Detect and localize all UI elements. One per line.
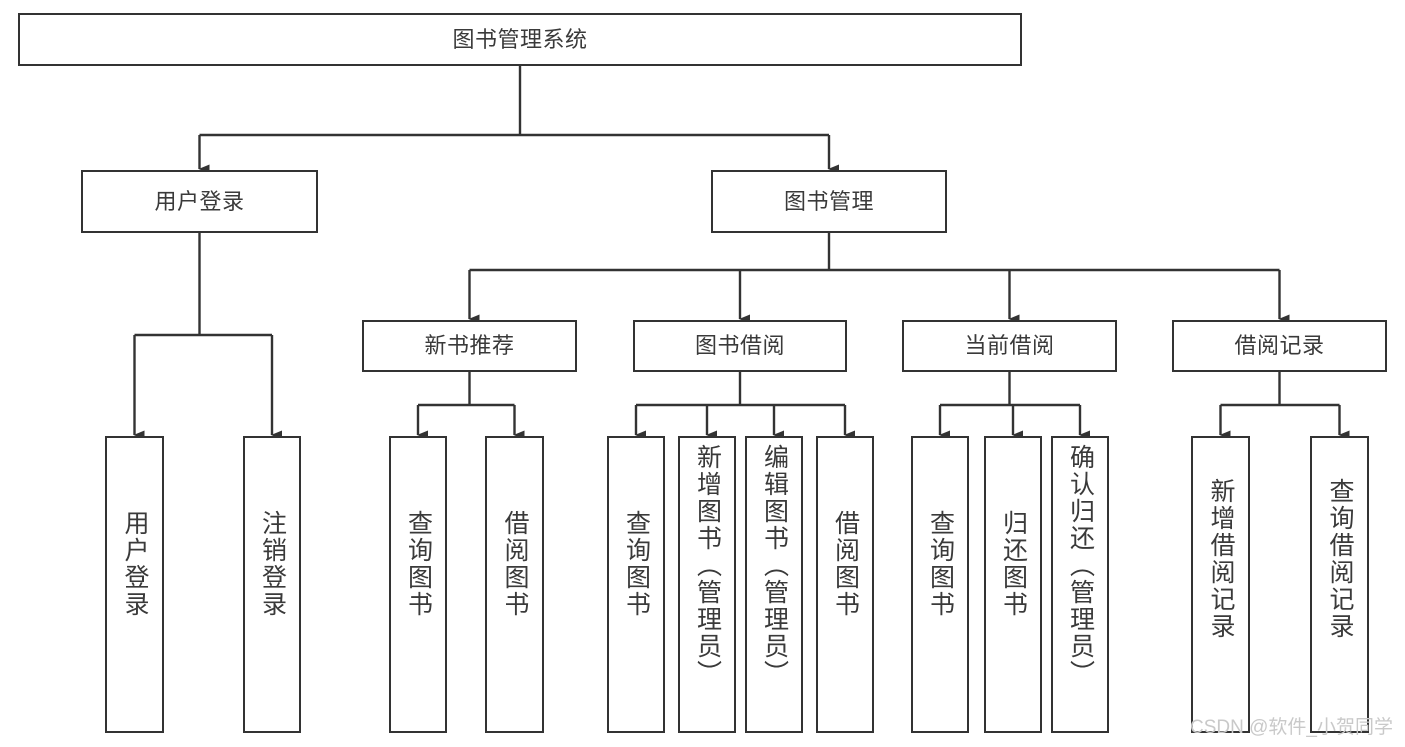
node-leaf-query-book-3[interactable]: 查询图书 xyxy=(911,436,969,733)
node-label-leaf-query-book-1: 查询图书 xyxy=(404,510,433,618)
node-label-borrow-record: 借阅记录 xyxy=(1234,333,1325,359)
node-leaf-query-book-1[interactable]: 查询图书 xyxy=(389,436,447,733)
node-root[interactable]: 图书管理系统 xyxy=(18,13,1022,66)
csdn-watermark: CSDN @软件_小贺同学 xyxy=(1190,717,1393,738)
edges-group xyxy=(133,66,1350,440)
node-leaf-edit-book-admin[interactable]: 编辑图书（管理员） xyxy=(745,436,803,733)
node-label-leaf-query-book-3: 查询图书 xyxy=(926,510,955,618)
node-new-book-rec[interactable]: 新书推荐 xyxy=(362,320,577,372)
node-label-leaf-return-book: 归还图书 xyxy=(999,510,1028,618)
node-leaf-return-book[interactable]: 归还图书 xyxy=(984,436,1042,733)
node-leaf-query-book-2[interactable]: 查询图书 xyxy=(607,436,665,733)
node-label-leaf-borrow-book-2: 借阅图书 xyxy=(831,510,860,618)
node-leaf-user-login[interactable]: 用户登录 xyxy=(105,436,164,733)
node-leaf-borrow-book-1[interactable]: 借阅图书 xyxy=(485,436,544,733)
node-leaf-add-book-admin[interactable]: 新增图书（管理员） xyxy=(678,436,736,733)
node-label-leaf-query-book-2: 查询图书 xyxy=(622,510,651,618)
node-label-leaf-borrow-book-1: 借阅图书 xyxy=(501,510,529,618)
node-label-leaf-add-borrow-record: 新增借阅记录 xyxy=(1207,478,1235,640)
node-label-leaf-user-login: 用户登录 xyxy=(121,510,149,618)
node-label-leaf-confirm-return-admin: 确认归还（管理员） xyxy=(1066,444,1095,687)
node-label-leaf-add-book-admin: 新增图书（管理员） xyxy=(693,444,722,687)
node-label-user-login: 用户登录 xyxy=(154,188,245,214)
node-leaf-logout[interactable]: 注销登录 xyxy=(243,436,301,733)
node-label-root: 图书管理系统 xyxy=(452,26,588,52)
node-leaf-query-borrow-record[interactable]: 查询借阅记录 xyxy=(1310,436,1369,733)
node-borrow-record[interactable]: 借阅记录 xyxy=(1172,320,1387,372)
node-leaf-borrow-book-2[interactable]: 借阅图书 xyxy=(816,436,874,733)
node-user-login[interactable]: 用户登录 xyxy=(81,170,318,233)
node-label-current-borrow: 当前借阅 xyxy=(964,333,1055,359)
node-current-borrow[interactable]: 当前借阅 xyxy=(902,320,1117,372)
node-label-book-borrow: 图书借阅 xyxy=(694,333,785,359)
node-book-manage[interactable]: 图书管理 xyxy=(711,170,947,233)
node-leaf-add-borrow-record[interactable]: 新增借阅记录 xyxy=(1191,436,1250,733)
node-label-leaf-logout: 注销登录 xyxy=(258,510,287,618)
node-label-leaf-edit-book-admin: 编辑图书（管理员） xyxy=(760,444,789,687)
node-book-borrow[interactable]: 图书借阅 xyxy=(633,320,847,372)
node-label-leaf-query-borrow-record: 查询借阅记录 xyxy=(1326,478,1354,640)
node-leaf-confirm-return-admin[interactable]: 确认归还（管理员） xyxy=(1051,436,1109,733)
node-label-book-manage: 图书管理 xyxy=(783,188,874,214)
node-label-new-book-rec: 新书推荐 xyxy=(424,333,515,359)
